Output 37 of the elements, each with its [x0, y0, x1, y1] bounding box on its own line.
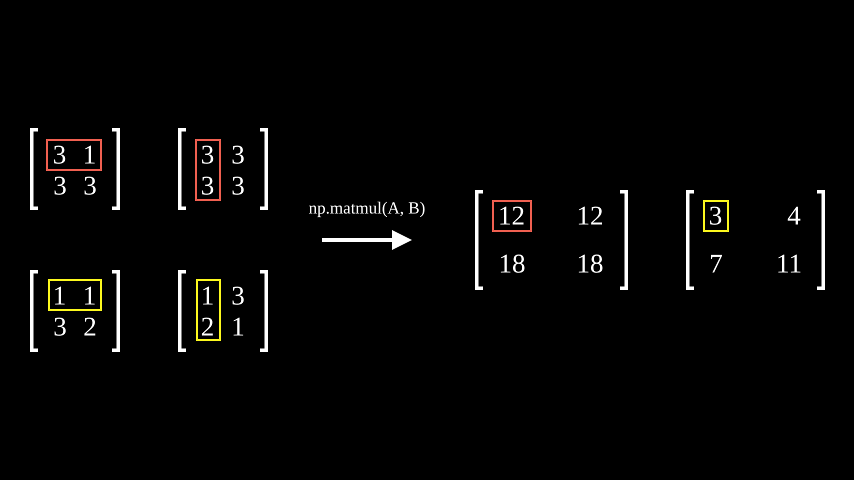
matrix-entry: 3 — [708, 202, 722, 229]
matrix-entry: 3 — [53, 172, 67, 200]
operation-label: np.matmul(A, B) — [308, 200, 426, 218]
matrix-entry: 3 — [200, 141, 214, 168]
highlight-box — [46, 139, 102, 171]
matrix-entry: 3 — [52, 141, 66, 168]
matrix-entry: 4 — [787, 202, 801, 230]
matrix-entry: 1 — [82, 141, 96, 168]
highlight-box — [492, 200, 532, 232]
matrix-entry: 2 — [200, 313, 214, 340]
matrix — [30, 128, 120, 210]
matrix — [475, 190, 628, 290]
matrix — [178, 128, 268, 210]
highlight-box — [196, 279, 221, 341]
matrix-entry: 3 — [83, 172, 97, 200]
matrix — [178, 270, 268, 352]
matrix-entry: 11 — [776, 250, 802, 278]
matrix-entry: 18 — [576, 250, 604, 278]
highlight-box — [195, 139, 221, 201]
matrix-entry: 18 — [498, 250, 526, 278]
matrix-entry: 2 — [83, 314, 97, 340]
matrix — [686, 190, 825, 290]
matrix-entry: 3 — [231, 282, 245, 310]
matrix-entry: 1 — [82, 282, 96, 309]
highlight-box — [703, 200, 729, 232]
highlight-box — [48, 279, 102, 311]
matrix-entry: 12 — [498, 202, 525, 229]
matrix-entry: 1 — [52, 282, 66, 309]
matrix-entry: 1 — [200, 282, 214, 309]
matrix-entry: 3 — [231, 142, 245, 168]
matrix-entry: 3 — [200, 172, 214, 199]
matrix-entry: 3 — [53, 314, 67, 340]
matrix — [30, 270, 120, 352]
matrix-entry: 12 — [576, 202, 604, 230]
matrix-entry: 1 — [231, 314, 245, 340]
matrix-entry: 7 — [709, 250, 723, 278]
matrix-entry: 3 — [231, 172, 245, 200]
